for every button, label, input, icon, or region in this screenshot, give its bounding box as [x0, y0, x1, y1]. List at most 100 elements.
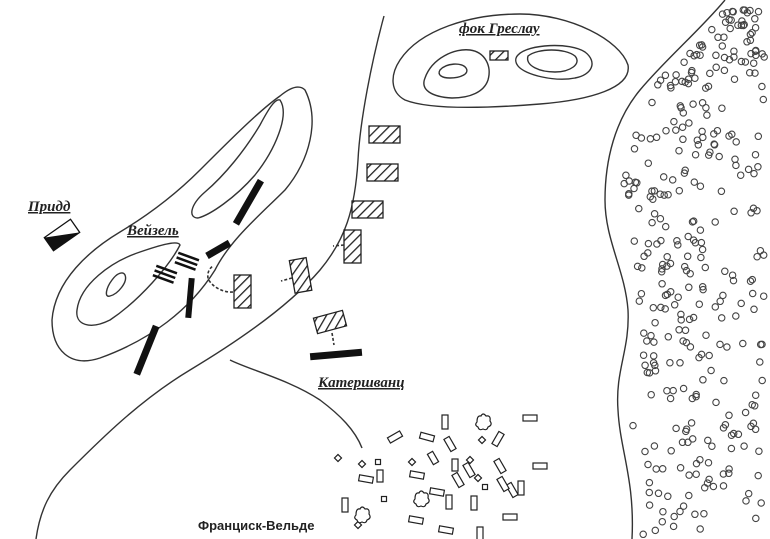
tree — [676, 507, 684, 516]
tree — [719, 482, 728, 490]
tree — [675, 326, 683, 334]
tree — [712, 398, 720, 407]
tree — [692, 392, 700, 401]
tree — [683, 252, 692, 261]
tree — [654, 81, 662, 89]
tree — [710, 141, 719, 149]
tree — [676, 359, 684, 367]
tree — [689, 217, 698, 225]
house — [517, 480, 525, 496]
house — [465, 455, 475, 465]
tree — [657, 267, 666, 276]
tree — [742, 497, 750, 505]
tree — [692, 470, 700, 478]
house — [386, 430, 404, 444]
tree — [696, 525, 704, 533]
river-line — [35, 15, 385, 539]
tree — [756, 358, 764, 366]
tree — [667, 447, 675, 455]
house — [477, 435, 487, 445]
tree — [751, 425, 760, 434]
house — [473, 473, 483, 483]
tree — [698, 127, 706, 136]
greslau-hill-right — [515, 44, 593, 80]
tree — [759, 292, 768, 300]
tree — [748, 289, 757, 298]
tree — [685, 283, 693, 292]
tree — [674, 241, 682, 249]
tree — [694, 141, 703, 149]
house — [341, 497, 349, 513]
tree — [691, 510, 699, 519]
tree — [677, 310, 685, 319]
tree — [649, 195, 657, 203]
church-blob — [354, 506, 371, 524]
house — [407, 457, 417, 467]
tree — [672, 424, 680, 433]
tree — [651, 361, 659, 370]
tree — [703, 111, 711, 119]
tree — [689, 236, 698, 244]
tree — [685, 491, 693, 500]
tree — [675, 186, 684, 195]
tree — [744, 489, 753, 498]
veisel-hill-outer — [51, 86, 313, 362]
tree — [736, 171, 745, 179]
tree — [751, 23, 760, 32]
tree — [748, 28, 756, 37]
movement-arrow — [207, 265, 234, 293]
tree — [725, 465, 733, 473]
tree — [679, 135, 687, 144]
house — [522, 414, 538, 422]
tree — [731, 155, 739, 164]
unit-black-bar — [185, 277, 195, 319]
tree — [632, 131, 640, 140]
tree — [705, 475, 713, 484]
unit-black-bar — [232, 178, 264, 226]
tree — [756, 340, 765, 349]
artillery-unit — [174, 251, 200, 271]
tree — [653, 240, 661, 248]
house — [376, 469, 384, 483]
tree — [643, 337, 651, 345]
tree — [658, 517, 667, 526]
house — [437, 525, 455, 535]
house — [462, 461, 476, 479]
tree — [748, 275, 757, 284]
tree — [720, 376, 728, 385]
tree — [663, 253, 671, 261]
tree — [664, 190, 672, 199]
unit-hatched — [351, 200, 384, 219]
tree — [716, 297, 724, 306]
tree — [741, 408, 750, 417]
tree — [682, 338, 691, 347]
tree — [681, 78, 689, 86]
tree — [680, 262, 689, 271]
tree — [704, 458, 713, 467]
tree — [680, 169, 689, 177]
tree — [676, 464, 685, 472]
tree — [732, 138, 740, 146]
tree — [662, 126, 670, 135]
tree — [712, 63, 720, 72]
tree — [656, 190, 664, 198]
tree — [685, 119, 693, 127]
tree — [658, 280, 666, 288]
tree — [664, 333, 673, 341]
tree — [758, 82, 766, 91]
unit-black-bar — [309, 348, 363, 361]
tree — [644, 239, 653, 248]
forest-edge — [604, 0, 726, 539]
unit-pridd — [43, 218, 81, 252]
tree — [687, 68, 696, 77]
tree — [649, 303, 658, 312]
unit-hatched — [343, 229, 362, 264]
tree — [708, 442, 716, 450]
house — [493, 457, 507, 475]
tree — [682, 266, 691, 275]
tree — [660, 191, 668, 199]
tree — [756, 246, 765, 255]
tree — [690, 178, 699, 186]
tree — [699, 285, 707, 294]
tree — [708, 25, 716, 34]
